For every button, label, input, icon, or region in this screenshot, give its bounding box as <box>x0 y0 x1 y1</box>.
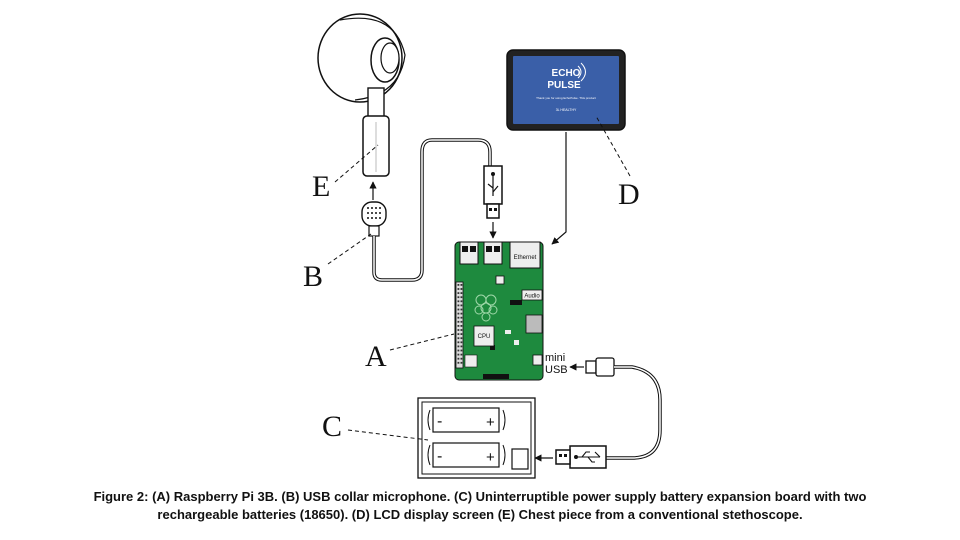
gpio-pin <box>460 288 463 290</box>
gpio-pin <box>460 357 463 360</box>
gpio-pin <box>460 320 463 323</box>
gpio-pin <box>460 345 463 348</box>
caption-line-2: rechargeable batteries (18650). (D) LCD … <box>157 507 803 522</box>
ethernet-port <box>509 241 541 269</box>
battery-2: - + <box>427 442 506 468</box>
gpio-pin <box>457 288 460 290</box>
gpio-pin <box>460 316 463 319</box>
leader-c <box>347 429 429 441</box>
gpio-pin <box>460 341 463 344</box>
mini-usb-label-line2: USB <box>545 364 568 376</box>
gpio-pin <box>460 329 463 331</box>
tablet-logo-line1: ECHO <box>552 68 581 79</box>
gpio-pin <box>457 296 460 299</box>
leader-e <box>334 144 379 183</box>
gpio-pin <box>460 353 463 356</box>
gpio-pin <box>457 284 460 286</box>
tablet-logo-line2: PULSE <box>547 80 581 91</box>
tablet-brand: 3L HEALTHY <box>556 108 577 112</box>
gpio-pin <box>457 316 460 319</box>
gpio-pin <box>457 292 460 294</box>
label-b: B <box>303 260 323 293</box>
gpio-pin <box>460 284 463 286</box>
mini-usb-plug <box>585 357 615 377</box>
gpio-pin <box>457 333 460 335</box>
svg-text:-: - <box>437 448 442 465</box>
stethoscope-chest-piece <box>317 13 406 177</box>
cpu-label: CPU <box>478 334 491 340</box>
audio-label: Audio <box>524 294 540 300</box>
gpio-pin <box>457 312 460 315</box>
label-d: D <box>618 178 640 211</box>
label-e: E <box>312 170 330 203</box>
gpio-pin <box>457 345 460 348</box>
usb-a-plug-bottom <box>555 445 607 469</box>
gpio-pin <box>460 325 463 327</box>
gpio-pin <box>457 304 460 307</box>
battery-expansion-board: - + - + <box>417 397 536 479</box>
gpio-pin <box>460 312 463 315</box>
leader-a <box>389 333 455 351</box>
gpio-pin <box>460 361 463 364</box>
gpio-pin <box>457 337 460 340</box>
leader-d <box>595 115 631 177</box>
mini-usb-label-line1: mini <box>545 352 565 364</box>
svg-text:-: - <box>437 413 442 430</box>
signal-icon <box>577 62 586 82</box>
gpio-pins <box>457 284 463 364</box>
gpio-pin <box>457 361 460 364</box>
gpio-pin <box>457 308 460 311</box>
gpio-pin <box>457 325 460 327</box>
gpio-pin <box>457 300 460 303</box>
gpio-pin <box>460 296 463 299</box>
gpio-pin <box>460 349 463 352</box>
gpio-pin <box>460 304 463 307</box>
gpio-pin <box>457 349 460 352</box>
raspberry-pi-board: Ethernet Audio CPU <box>454 241 544 381</box>
gpio-pin <box>460 337 463 340</box>
label-c: C <box>322 410 342 443</box>
usb-collar-microphone <box>361 138 492 282</box>
gpio-pin <box>460 308 463 311</box>
label-a: A <box>365 340 387 373</box>
figure-caption: Figure 2: (A) Raspberry Pi 3B. (B) USB c… <box>40 488 920 524</box>
raspberry-logo-icon <box>474 294 498 322</box>
cpu-chip <box>473 325 495 347</box>
gpio-pin <box>457 357 460 360</box>
gpio-pin <box>460 333 463 335</box>
lcd-display-tablet: ECHO PULSE Thank you for using EchoPulse… <box>506 49 626 131</box>
battery-1: - + <box>427 407 506 433</box>
gpio-pin <box>460 292 463 294</box>
gpio-pin <box>457 353 460 356</box>
gpio-pin <box>457 341 460 344</box>
gpio-pin <box>457 329 460 331</box>
gpio-pin <box>457 320 460 323</box>
gpio-pin <box>460 300 463 303</box>
arrow-tablet-to-pi <box>551 132 567 245</box>
usb-a-plug-top <box>483 165 503 219</box>
usb-port-battery <box>511 448 529 470</box>
audio-jack <box>521 289 543 301</box>
leader-b <box>327 233 372 265</box>
tablet-message: Thank you for using EchoPulse. This prod… <box>536 96 596 100</box>
power-cable <box>606 365 662 460</box>
svg-text:+: + <box>486 414 495 431</box>
svg-text:+: + <box>486 449 495 466</box>
caption-line-1: Figure 2: (A) Raspberry Pi 3B. (B) USB c… <box>93 489 867 504</box>
ethernet-label: Ethernet <box>514 255 537 261</box>
